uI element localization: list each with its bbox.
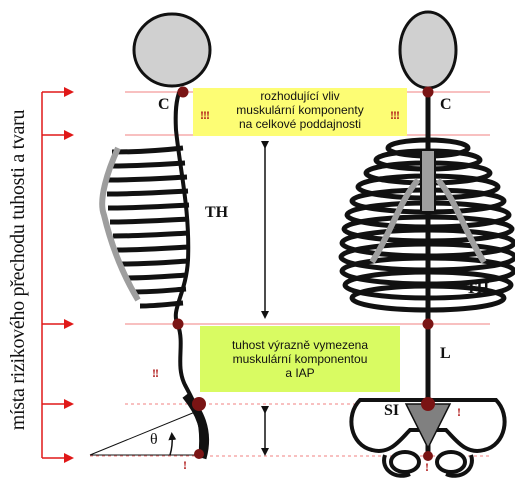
lumbar-label: L bbox=[440, 345, 451, 363]
warning-mark: ! bbox=[457, 405, 460, 420]
thoracic-label-left: TH bbox=[205, 204, 228, 222]
head-left bbox=[134, 14, 210, 86]
warning-mark: !!! bbox=[200, 108, 209, 123]
rib-cage-lateral bbox=[107, 148, 189, 306]
theta-label: θ bbox=[150, 431, 158, 449]
note-line: a IAP bbox=[200, 366, 400, 380]
lateral-spine-view bbox=[90, 14, 210, 459]
frontal-spine-view bbox=[341, 12, 515, 476]
stiffness-note: tuhost výrazně vymezena muskulární kompo… bbox=[200, 326, 400, 392]
note-line: na celkové poddajnosti bbox=[193, 117, 407, 131]
note-line: rozhodující vliv bbox=[193, 89, 407, 103]
note-line: tuhost výrazně vymezena bbox=[200, 338, 400, 352]
transition-bracket bbox=[42, 92, 72, 458]
warning-mark: !!! bbox=[390, 108, 399, 123]
warning-mark: ! bbox=[425, 460, 428, 475]
muscle-influence-note: rozhodující vliv muskulární komponenty n… bbox=[193, 88, 407, 136]
thoracic-label-right: TH bbox=[466, 280, 489, 298]
transition-sites-label: místa rizikového přechodu tuhosti a tvar… bbox=[3, 100, 33, 440]
warning-mark: ! bbox=[183, 458, 186, 473]
cervical-label-left: C bbox=[158, 96, 170, 114]
sacroiliac-label: SI bbox=[384, 402, 399, 420]
warning-mark: !! bbox=[152, 366, 158, 381]
head-right bbox=[400, 12, 456, 88]
note-line: muskulární komponenty bbox=[193, 103, 407, 117]
cervical-label-right: C bbox=[440, 96, 452, 114]
note-line: muskulární komponentou bbox=[200, 352, 400, 366]
